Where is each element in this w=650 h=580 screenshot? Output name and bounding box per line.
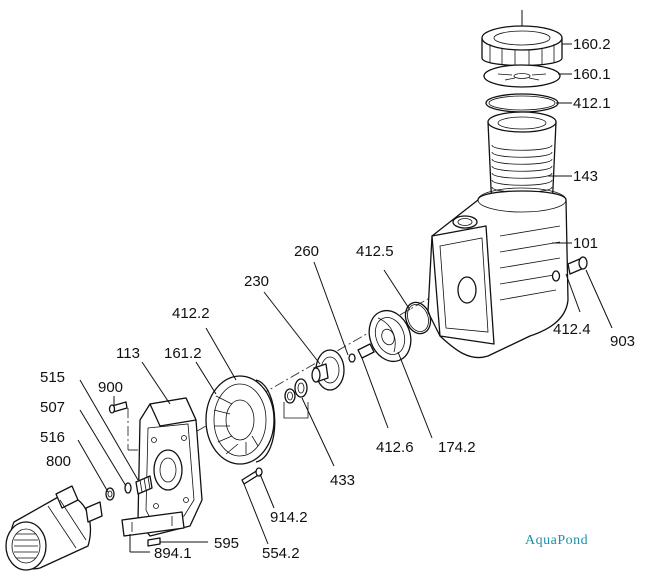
drain-plug-903 <box>567 256 588 275</box>
label-433: 433 <box>330 472 355 489</box>
part-595 <box>147 537 161 547</box>
label-894-1: 894.1 <box>154 545 192 562</box>
ring-507 <box>124 482 132 494</box>
screw-914-2 <box>241 467 263 485</box>
label-260: 260 <box>294 243 319 260</box>
leader-lines <box>77 43 613 553</box>
label-161-2: 161.2 <box>164 345 202 362</box>
lid-disc-160-1 <box>483 64 561 88</box>
diffuser-174-2 <box>368 309 412 363</box>
brand-logo-text: AquaPond <box>525 533 588 548</box>
seal-412-6 <box>348 343 375 363</box>
label-174-2: 174.2 <box>438 439 476 456</box>
label-412-5: 412.5 <box>356 243 394 260</box>
label-515: 515 <box>40 369 65 386</box>
foot-894-1 <box>121 511 185 537</box>
label-595: 595 <box>214 535 239 552</box>
shaft-sleeve-515 <box>135 475 153 495</box>
mechanical-seal-433 <box>283 378 309 419</box>
label-507: 507 <box>40 399 65 416</box>
screw-900 <box>108 401 128 414</box>
label-900: 900 <box>98 379 123 396</box>
label-516: 516 <box>40 429 65 446</box>
label-101: 101 <box>573 235 598 252</box>
label-412-6: 412.6 <box>376 439 414 456</box>
label-903: 903 <box>610 333 635 350</box>
o-ring-412-1 <box>485 93 559 113</box>
label-160-2: 160.2 <box>573 36 611 53</box>
label-113: 113 <box>116 345 140 362</box>
label-412-1: 412.1 <box>573 95 611 112</box>
o-ring-412-5 <box>404 301 432 335</box>
motor-800 <box>5 485 103 571</box>
label-554-2: 554.2 <box>262 545 300 562</box>
cover-cap-160-2 <box>481 10 563 67</box>
label-914-2: 914.2 <box>270 509 308 526</box>
label-412-4: 412.4 <box>553 321 591 338</box>
impeller-230 <box>311 349 345 391</box>
label-412-2: 412.2 <box>172 305 210 322</box>
label-800: 800 <box>46 453 71 470</box>
label-160-1: 160.1 <box>573 66 611 83</box>
label-143: 143 <box>573 168 598 185</box>
plug-412-4 <box>551 270 561 282</box>
label-230: 230 <box>244 273 269 290</box>
seal-plate-161-2 <box>205 375 276 465</box>
pump-housing-101 <box>427 187 569 359</box>
part-labels: 160.2 160.1 412.1 143 101 260 412.5 230 … <box>40 36 635 562</box>
